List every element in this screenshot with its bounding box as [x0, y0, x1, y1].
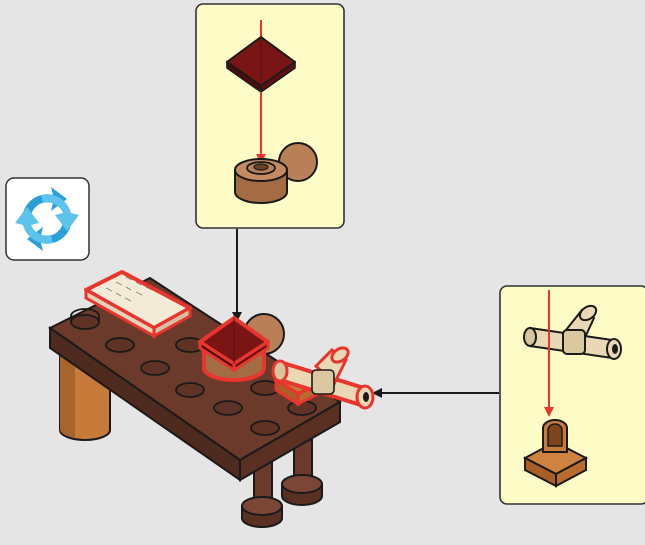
top-callout [195, 3, 345, 229]
tan-cross-bar [523, 304, 622, 360]
paper-tile [84, 270, 192, 339]
inkwell-assembly [198, 313, 285, 382]
right-callout [499, 285, 645, 505]
rotate-model-icon [5, 177, 90, 261]
round-brick-with-ball [234, 142, 318, 204]
scroll-assembly [271, 346, 375, 410]
clip-plate [522, 419, 589, 488]
desk-model [48, 270, 375, 528]
